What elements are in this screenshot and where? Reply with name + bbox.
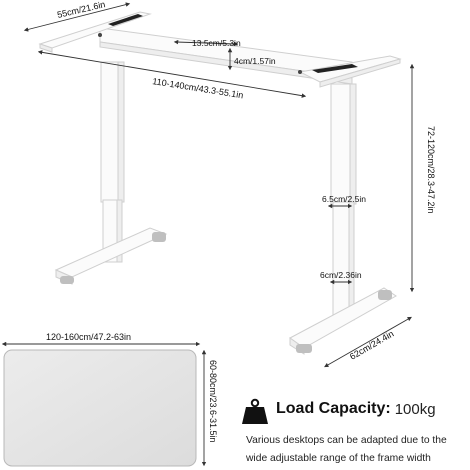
- weight-icon: [242, 398, 268, 424]
- dim-column-upper: 6.5cm/2.5in: [322, 194, 366, 204]
- load-capacity-label: Load Capacity: [276, 400, 386, 417]
- left-mount-slot: [108, 14, 143, 26]
- dim-crossbar-height: 4cm/1.57in: [234, 56, 276, 66]
- dim-foot-length: 62cm/24.4in: [348, 329, 395, 362]
- dim-height-range: 72-120cm/28.3-47.2in: [426, 126, 436, 214]
- dim-desktop-width: 120-160cm/47.2-63in: [46, 332, 131, 342]
- dim-crossbar-width: 13.5cm/5.3in: [192, 38, 241, 48]
- dim-depth-top: 55cm/21.6in: [56, 0, 106, 20]
- right-leg-lower: [332, 201, 350, 321]
- dim-width-range: 110-140cm/43.3-55.1in: [152, 76, 244, 100]
- desk-frame: [38, 11, 402, 355]
- load-capacity: Load Capacity : 100kg: [276, 400, 436, 418]
- desktop-panel: [3, 349, 197, 467]
- right-leg-upper: [330, 83, 351, 205]
- right-mount-slot: [312, 64, 358, 73]
- dim-desktop-depth: 60-80cm/23.6-31.5in: [208, 360, 218, 443]
- load-capacity-value: 100kg: [394, 400, 436, 418]
- compatibility-note: Various desktops can be adapted due to t…: [246, 435, 447, 464]
- load-capacity-separator: :: [385, 400, 391, 417]
- left-leg-upper: [100, 61, 119, 203]
- dim-column-lower: 6cm/2.36in: [320, 270, 362, 280]
